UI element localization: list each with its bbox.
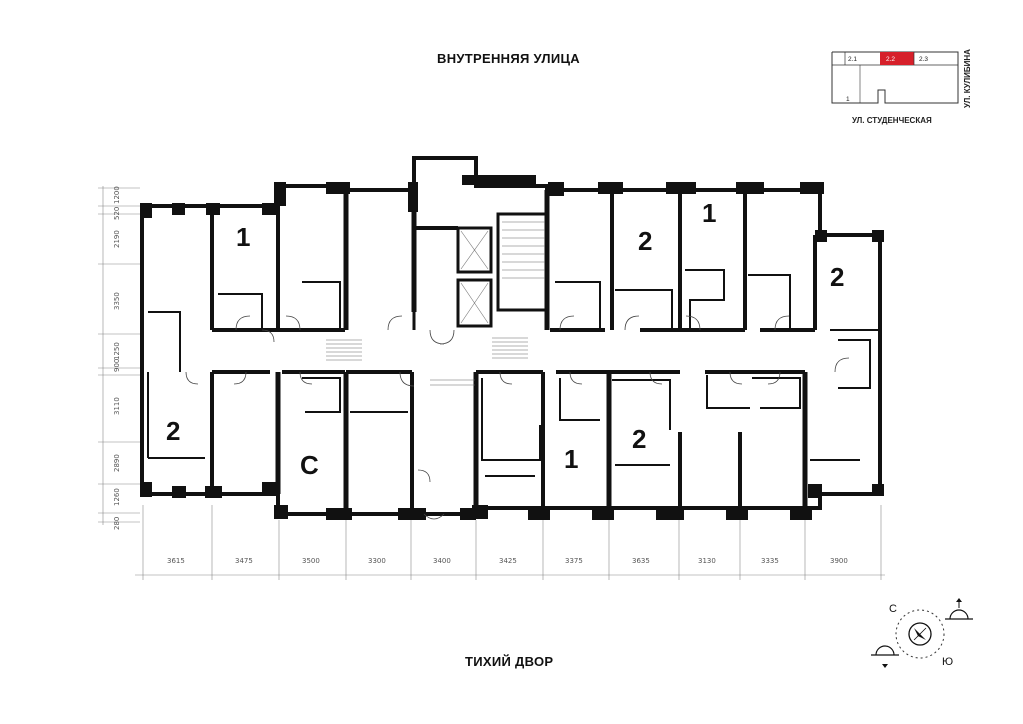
lift-marks — [460, 230, 489, 324]
dim-left-8: 2890 — [113, 454, 121, 472]
dim-bottom-9: 3130 — [698, 557, 716, 565]
dims-bottom: 3615 3475 3500 3300 3400 3425 3375 3635 … — [167, 557, 848, 565]
dim-bottom-4: 3300 — [368, 557, 386, 565]
dim-bottom-7: 3375 — [565, 557, 583, 565]
apartment-label-5: 2 — [166, 416, 180, 446]
dim-left-7: 3110 — [113, 397, 121, 415]
keyplan-street-bottom: УЛ. СТУДЕНЧЕСКАЯ — [852, 116, 932, 125]
street-label-bottom: ТИХИЙ ДВОР — [465, 654, 554, 669]
keyplan-section-4: 1 — [846, 96, 850, 103]
dim-bottom-1: 3615 — [167, 557, 185, 565]
dim-bottom-2: 3475 — [235, 557, 253, 565]
dim-bottom-6: 3425 — [499, 557, 517, 565]
dim-bottom-5: 3400 — [433, 557, 451, 565]
apartment-labels: 1 2 1 2 2 C 1 2 — [166, 198, 844, 480]
arrow-up-icon — [956, 598, 962, 602]
apartment-label-4: 2 — [830, 262, 844, 292]
dim-left-6: 900 — [113, 359, 121, 372]
dim-bottom-8: 3635 — [632, 557, 650, 565]
key-plan: 2.1 2.2 2.3 1 УЛ. СТУДЕНЧЕСКАЯ УЛ. КУЛИБ… — [831, 49, 972, 125]
dims-left: 1200 520 2190 3350 1250 900 3110 2890 12… — [113, 186, 121, 530]
compass-south-label: Ю — [942, 656, 953, 668]
apartment-label-8: 2 — [632, 424, 646, 454]
dim-left-1: 1200 — [113, 186, 121, 204]
apartment-label-7: 1 — [564, 444, 578, 474]
apartment-label-2: 2 — [638, 226, 652, 256]
internal-walls — [147, 190, 880, 514]
keyplan-section-3: 2.3 — [919, 56, 928, 63]
keyplan-street-right: УЛ. КУЛИБИНА — [963, 49, 972, 108]
compass: С Ю — [871, 598, 973, 668]
stairs — [326, 221, 545, 386]
arrow-down-icon — [882, 664, 888, 668]
dim-left-2: 520 — [113, 207, 121, 220]
sunset-icon — [871, 645, 899, 656]
compass-north-label: С — [889, 603, 897, 615]
dim-left-4: 3350 — [113, 292, 121, 310]
dim-bottom-11: 3900 — [830, 557, 848, 565]
dim-left-9: 1260 — [113, 488, 121, 506]
dim-bottom-10: 3335 — [761, 557, 779, 565]
apartment-label-1: 1 — [236, 222, 250, 252]
sunrise-icon — [945, 609, 973, 620]
wall-piers — [140, 175, 884, 520]
dimensions — [98, 186, 885, 580]
dim-left-3: 2190 — [113, 230, 121, 248]
dim-bottom-3: 3500 — [302, 557, 320, 565]
dim-left-5: 1250 — [113, 342, 121, 360]
apartment-label-3: 1 — [702, 198, 716, 228]
apartment-label-6: C — [300, 450, 319, 480]
keyplan-section-1: 2.1 — [848, 56, 857, 63]
street-label-top: ВНУТРЕННЯЯ УЛИЦА — [437, 51, 580, 66]
keyplan-current-section — [880, 52, 914, 65]
dim-left-10: 280 — [113, 517, 121, 530]
keyplan-section-2: 2.2 — [886, 56, 895, 63]
doors — [185, 315, 850, 520]
